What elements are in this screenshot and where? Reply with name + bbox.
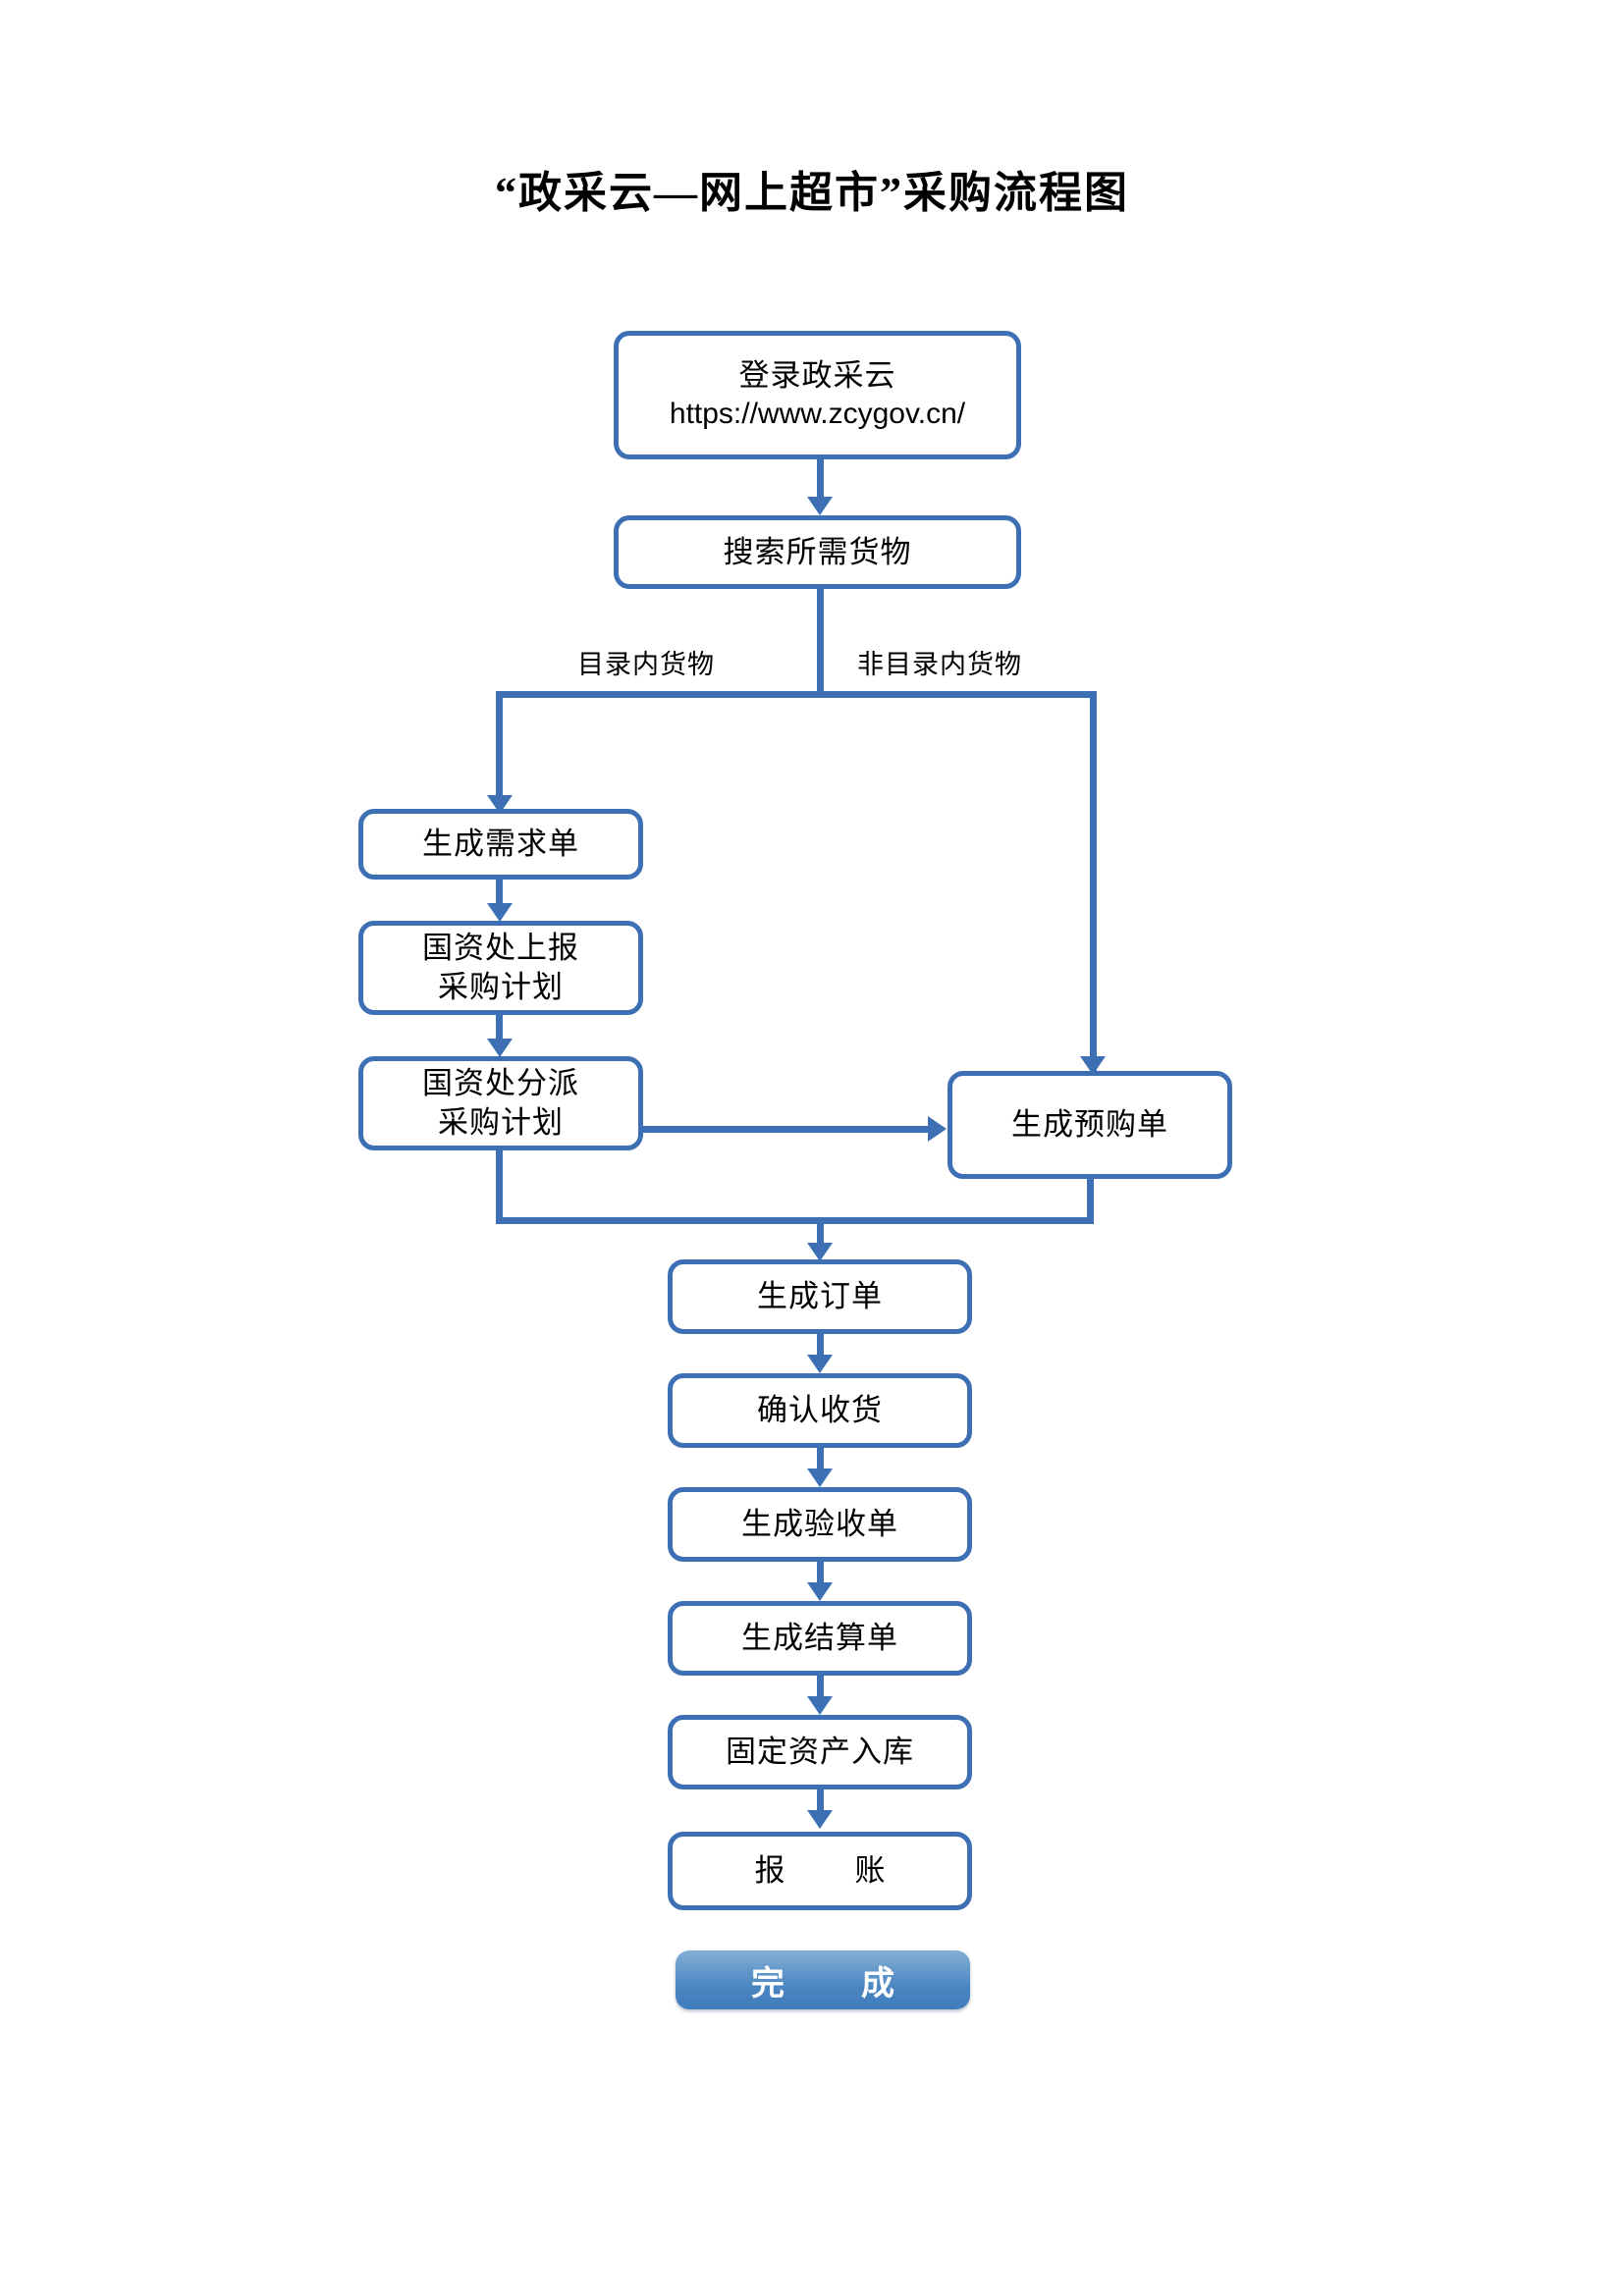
node-pre-order-line-1: 生成预购单 bbox=[1011, 1107, 1168, 1143]
connector-assign-to-preorder bbox=[643, 1126, 930, 1133]
node-assign-plan[interactable]: 国资处分派 采购计划 bbox=[358, 1056, 643, 1150]
node-search-lines: 搜索所需货物 bbox=[724, 533, 912, 572]
connector-confirm-to-acceptance bbox=[817, 1448, 824, 1473]
node-reimbursement-line-1: 报 账 bbox=[754, 1853, 905, 1889]
arrowhead-demand-to-report bbox=[487, 903, 513, 922]
node-assign-plan-line-2: 采购计划 bbox=[438, 1105, 564, 1140]
connector-acceptance-to-settlement bbox=[817, 1562, 824, 1587]
node-order-line-1: 生成订单 bbox=[757, 1279, 883, 1314]
node-search-line-1: 搜索所需货物 bbox=[723, 534, 912, 569]
node-settlement-line-1: 生成结算单 bbox=[741, 1621, 898, 1656]
connector-report-to-assign bbox=[496, 1015, 503, 1042]
arrowhead-right-branch bbox=[1080, 1056, 1106, 1075]
arrowhead-login-to-search bbox=[807, 497, 833, 515]
node-demand[interactable]: 生成需求单 bbox=[358, 809, 643, 880]
node-report-plan[interactable]: 国资处上报 采购计划 bbox=[358, 921, 643, 1015]
node-assign-plan-line-1: 国资处分派 bbox=[422, 1066, 579, 1101]
node-asset-entry-line-1: 固定资产入库 bbox=[726, 1735, 914, 1770]
connector-merge-to-order bbox=[817, 1217, 824, 1249]
node-report-plan-line-1: 国资处上报 bbox=[422, 931, 579, 966]
connector-demand-to-report bbox=[496, 880, 503, 907]
connector-asset-to-reimburse bbox=[817, 1789, 824, 1815]
node-asset-entry[interactable]: 固定资产入库 bbox=[668, 1715, 972, 1789]
connector-assign-down bbox=[496, 1150, 503, 1224]
node-report-plan-line-2: 采购计划 bbox=[438, 970, 564, 1004]
node-acceptance[interactable]: 生成验收单 bbox=[668, 1487, 972, 1562]
connector-merge-bar bbox=[496, 1217, 1094, 1224]
node-settlement[interactable]: 生成结算单 bbox=[668, 1601, 972, 1676]
node-confirm-receipt[interactable]: 确认收货 bbox=[668, 1373, 972, 1448]
arrowhead-confirm-to-acceptance bbox=[807, 1468, 833, 1487]
node-settlement-lines: 生成结算单 bbox=[741, 1619, 898, 1658]
node-pre-order-lines: 生成预购单 bbox=[1011, 1105, 1168, 1145]
node-login-line-1: 登录政采云 bbox=[738, 358, 896, 394]
arrowhead-asset-to-reimburse bbox=[807, 1810, 833, 1829]
node-report-plan-lines: 国资处上报 采购计划 bbox=[422, 929, 579, 1006]
arrowhead-assign-to-preorder bbox=[928, 1116, 947, 1142]
node-search[interactable]: 搜索所需货物 bbox=[614, 515, 1021, 589]
connector-split-bar bbox=[496, 691, 1097, 698]
node-login[interactable]: 登录政采云 https://www.zcygov.cn/ bbox=[614, 331, 1021, 459]
finish-button[interactable]: 完 成 bbox=[676, 1950, 970, 2009]
edge-label-in-catalog: 目录内货物 bbox=[577, 650, 715, 679]
node-demand-line-1: 生成需求单 bbox=[422, 827, 579, 862]
connector-login-to-search bbox=[817, 459, 824, 499]
node-order[interactable]: 生成订单 bbox=[668, 1259, 972, 1334]
connector-left-branch bbox=[496, 691, 503, 799]
node-login-line-2: https://www.zcygov.cn/ bbox=[669, 398, 966, 431]
edge-label-not-in-catalog: 非目录内货物 bbox=[857, 650, 1022, 679]
node-confirm-receipt-lines: 确认收货 bbox=[757, 1391, 883, 1430]
connector-settlement-to-asset bbox=[817, 1676, 824, 1701]
node-pre-order[interactable]: 生成预购单 bbox=[947, 1071, 1232, 1179]
connector-right-branch bbox=[1090, 691, 1097, 1071]
node-reimbursement-lines: 报 账 bbox=[735, 1851, 905, 1891]
node-demand-lines: 生成需求单 bbox=[422, 825, 579, 864]
node-acceptance-lines: 生成验收单 bbox=[741, 1505, 898, 1544]
node-asset-entry-lines: 固定资产入库 bbox=[726, 1733, 914, 1772]
node-assign-plan-lines: 国资处分派 采购计划 bbox=[422, 1064, 579, 1142]
finish-button-label: 完 成 bbox=[751, 1964, 916, 2002]
arrowhead-settlement-to-asset bbox=[807, 1696, 833, 1715]
node-acceptance-line-1: 生成验收单 bbox=[741, 1507, 898, 1542]
connector-preorder-down bbox=[1087, 1179, 1094, 1224]
connector-search-down bbox=[817, 589, 824, 697]
arrowhead-merge-to-order bbox=[807, 1243, 833, 1261]
arrowhead-acceptance-to-settlement bbox=[807, 1582, 833, 1601]
node-login-lines: 登录政采云 https://www.zcygov.cn/ bbox=[670, 356, 965, 433]
arrowhead-order-to-confirm bbox=[807, 1355, 833, 1373]
node-confirm-receipt-line-1: 确认收货 bbox=[757, 1393, 883, 1428]
connector-order-to-confirm bbox=[817, 1334, 824, 1360]
node-reimbursement[interactable]: 报 账 bbox=[668, 1832, 972, 1910]
node-order-lines: 生成订单 bbox=[757, 1277, 883, 1316]
page-title: “政采云—网上超市”采购流程图 bbox=[495, 169, 1129, 217]
arrowhead-report-to-assign bbox=[487, 1039, 513, 1057]
